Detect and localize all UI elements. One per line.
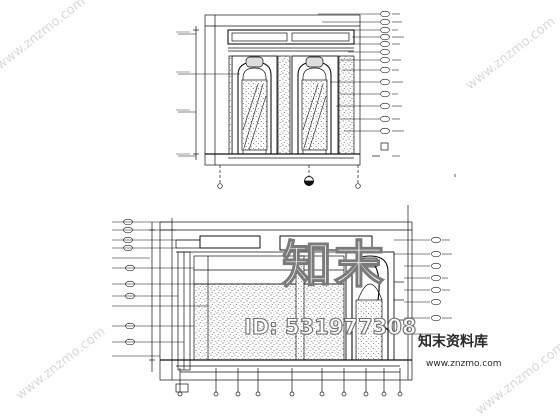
diagonal-watermark-3: www.znzmo.com [13,324,108,403]
lower-cornice-right [279,235,373,251]
upper-right-door [291,55,339,155]
upper-left-side-panel [228,55,233,155]
upper-frame [204,14,361,166]
lower-elevation [149,205,413,397]
lower-frame [159,221,413,381]
upper-left-annotation-tags [176,31,240,157]
diagonal-watermark-1: www.znzmo.com [0,0,88,73]
watermark-id-text: ID: 531977308 [244,315,416,339]
lower-right-annotation-tags [394,236,452,335]
watermark-site-url: www.znzmo.com [426,359,501,369]
watermark-brand-large: 知末 [282,236,386,294]
diagonal-watermark-4: www.znzmo.com [473,339,560,418]
lower-right-arch-unit [345,251,404,361]
lower-stippled-wall [193,283,345,361]
lower-left-annotation-tags [112,218,208,357]
lower-cornice-left [199,235,261,249]
upper-left-door [231,55,278,155]
watermark-site-name: 知末资料库 [418,333,488,350]
upper-right-annotation-tags [318,10,404,157]
diagonal-watermark-2: www.znzmo.com [463,14,558,93]
upper-right-panel [338,55,355,155]
upper-left-panel [277,55,291,155]
watermark-overlay: 知末 ID: 531977308 知末资料库 www.znzmo.com [243,235,501,369]
upper-cornice [227,29,355,45]
upper-elevation [193,14,456,189]
